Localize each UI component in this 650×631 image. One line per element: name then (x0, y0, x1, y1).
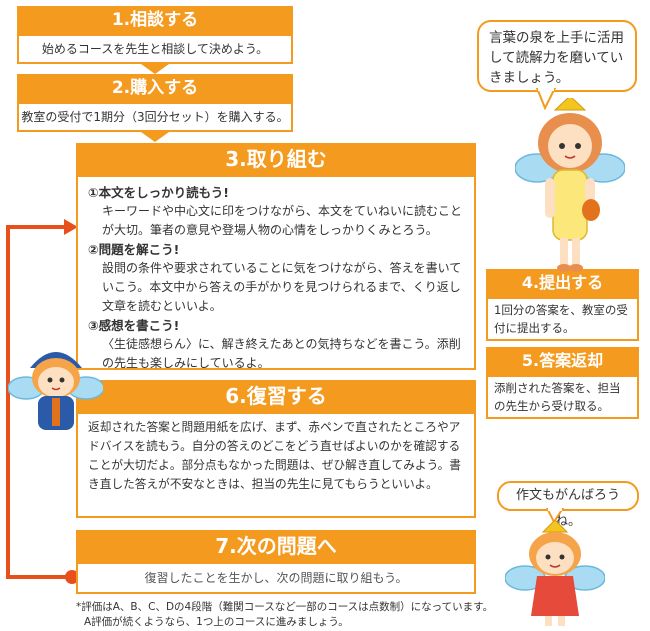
step3-header: 3.取り組む (76, 143, 476, 175)
step2-text: 教室の受付で1期分（3回分セット）を購入する。 (21, 110, 289, 124)
fairy-boy-illustration (8, 352, 103, 430)
speech-bubble-bottom: 作文もがんばろうね。 (497, 481, 639, 529)
step5-header: 5.答案返却 (486, 347, 639, 375)
step7-header: 7.次の問題へ (76, 530, 476, 562)
step6-text: 返却された答案と問題用紙を広げ、まず、赤ペンで直されたところやアドバイスを読もう… (88, 420, 461, 491)
step7-text: 復習したことを生かし、次の問題に取り組もう。 (144, 571, 408, 585)
step1-header: 1.相談する (17, 6, 293, 34)
fairy-girl-illustration (515, 98, 625, 272)
step1-text: 始めるコースを先生と相談して決めよう。 (41, 42, 269, 56)
step3-item-1: ①本文をしっかり読もう! キーワードや中心文に印をつけながら、本文をていねいに読… (88, 183, 464, 240)
step4-box: 1回分の答案を、教室の受付に提出する。 (486, 297, 639, 341)
step3-item-3: ③感想を書こう! 〈生徒感想らん〉に、解き終えたあとの気持ちなどを書こう。添削の… (88, 316, 464, 373)
step2-header: 2.購入する (17, 74, 293, 102)
loop-arrow (6, 219, 79, 584)
step3-item-1-title: ①本文をしっかり読もう! (88, 185, 229, 200)
step3-box: ①本文をしっかり読もう! キーワードや中心文に印をつけながら、本文をていねいに読… (76, 175, 476, 370)
footnote-line-1: *評価はA、B、C、Dの4段階（難関コースなど一部のコースは点数制）になっていま… (76, 601, 494, 613)
fairy-small-illustration (505, 520, 605, 626)
step5-text: 添削された答案を、担当の先生から受け取る。 (494, 381, 621, 413)
step4-header: 4.提出する (486, 269, 639, 297)
step6-box: 返却された答案と問題用紙を広げ、まず、赤ペンで直されたところやアドバイスを読もう… (76, 412, 476, 518)
footnote-line-2: A評価が続くようなら、1つ上のコースに進みましょう。 (84, 616, 349, 628)
step3-item-3-title: ③感想を書こう! (88, 318, 180, 333)
step3-item-2-title: ②問題を解こう! (88, 242, 180, 257)
step6-header: 6.復習する (76, 380, 476, 412)
step3-item-1-body: キーワードや中心文に印をつけながら、本文をていねいに読むことが大切。筆者の意見や… (102, 204, 463, 237)
speech-bubble-top: 言葉の泉を上手に活用して読解力を磨いていきましょう。 (477, 20, 637, 92)
speech-bubble-top-text: 言葉の泉を上手に活用して読解力を磨いていきましょう。 (489, 30, 624, 86)
step5-box: 添削された答案を、担当の先生から受け取る。 (486, 375, 639, 419)
step3-item-2-body: 設問の条件や要求されていることに気をつけながら、答えを書いていこう。本文中から答… (102, 261, 462, 313)
footnote: *評価はA、B、C、Dの4段階（難関コースなど一部のコースは点数制）になっていま… (76, 600, 496, 630)
step1-box: 始めるコースを先生と相談して決めよう。 (17, 34, 293, 64)
step2-box: 教室の受付で1期分（3回分セット）を購入する。 (17, 102, 293, 132)
step3-item-3-body: 〈生徒感想らん〉に、解き終えたあとの気持ちなどを書こう。添削の先生も楽しみにして… (102, 337, 461, 370)
step4-text: 1回分の答案を、教室の受付に提出する。 (494, 303, 628, 335)
step3-item-2: ②問題を解こう! 設問の条件や要求されていることに気をつけながら、答えを書いてい… (88, 240, 464, 316)
speech-bubble-top-tail (535, 88, 557, 110)
step7-box: 復習したことを生かし、次の問題に取り組もう。 (76, 562, 476, 594)
speech-bubble-bottom-text: 作文もがんばろうね。 (515, 488, 620, 529)
arrow-1-2 (141, 64, 169, 74)
arrow-2-3 (141, 132, 169, 142)
speech-bubble-bottom-tail (545, 508, 565, 524)
